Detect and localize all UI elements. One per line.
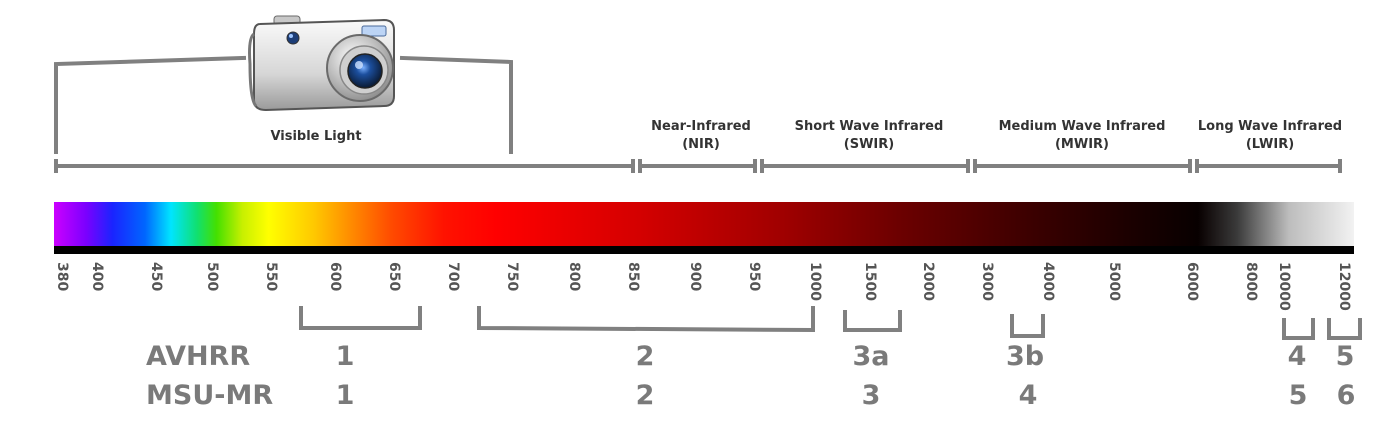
sensor-label-msu-mr: MSU-MR (146, 380, 274, 411)
channel-label: 1 (335, 341, 355, 372)
channel-label: 2 (635, 341, 655, 372)
channel-label: 5 (1288, 380, 1308, 411)
tick-label: 900 (687, 262, 703, 292)
channel-brackets (299, 306, 1362, 340)
channel-label: 6 (1336, 380, 1356, 411)
tick-label: 2000 (920, 262, 936, 301)
tick-label: 500 (204, 262, 220, 292)
tick-label: 12000 (1336, 262, 1352, 311)
tick-label: 380 (54, 262, 70, 292)
band-title-lwir: Long Wave Infrared(LWIR) (1197, 119, 1343, 152)
tick-label: 1000 (807, 262, 823, 301)
channel-label: 2 (635, 380, 655, 411)
tick-label: 5000 (1106, 262, 1122, 301)
channel-label: 4 (1287, 341, 1307, 372)
tick-label: 400 (89, 262, 105, 292)
tick-label: 450 (148, 262, 164, 292)
band-range-bars (54, 159, 1342, 173)
channel-label: 3b (1005, 341, 1045, 372)
channel-label: 4 (1018, 380, 1038, 411)
channel-label: 5 (1335, 341, 1355, 372)
wavelength-scale-bar (54, 246, 1354, 254)
channel-label: 3a (852, 341, 890, 372)
tick-label: 750 (504, 262, 520, 292)
tick-label: 600 (327, 262, 343, 292)
tick-label: 650 (386, 262, 402, 292)
band-title-swir: Short Wave Infrared(SWIR) (794, 119, 944, 152)
channel-label: 3 (861, 380, 881, 411)
visible-bracket (54, 55, 513, 154)
tick-label: 6000 (1184, 262, 1200, 301)
tick-label: 850 (625, 262, 641, 292)
spectrum-bar (54, 202, 1354, 247)
tick-label: 8000 (1243, 262, 1259, 301)
channel-label: 1 (335, 380, 355, 411)
tick-label: 950 (746, 262, 762, 292)
tick-label: 700 (445, 262, 461, 292)
tick-label: 1500 (862, 262, 878, 301)
tick-label: 10000 (1276, 262, 1292, 311)
tick-label: 3000 (979, 262, 995, 301)
tick-label: 4000 (1040, 262, 1056, 301)
band-title-mwir: Medium Wave Infrared(MWIR) (998, 119, 1166, 152)
camera-icon (248, 15, 395, 112)
band-title-nir: Near-Infrared(NIR) (651, 119, 751, 152)
band-title-visible: Visible Light (270, 129, 362, 144)
sensor-label-avhrr: AVHRR (146, 341, 251, 372)
tick-label: 800 (566, 262, 582, 292)
tick-label: 550 (263, 262, 279, 292)
